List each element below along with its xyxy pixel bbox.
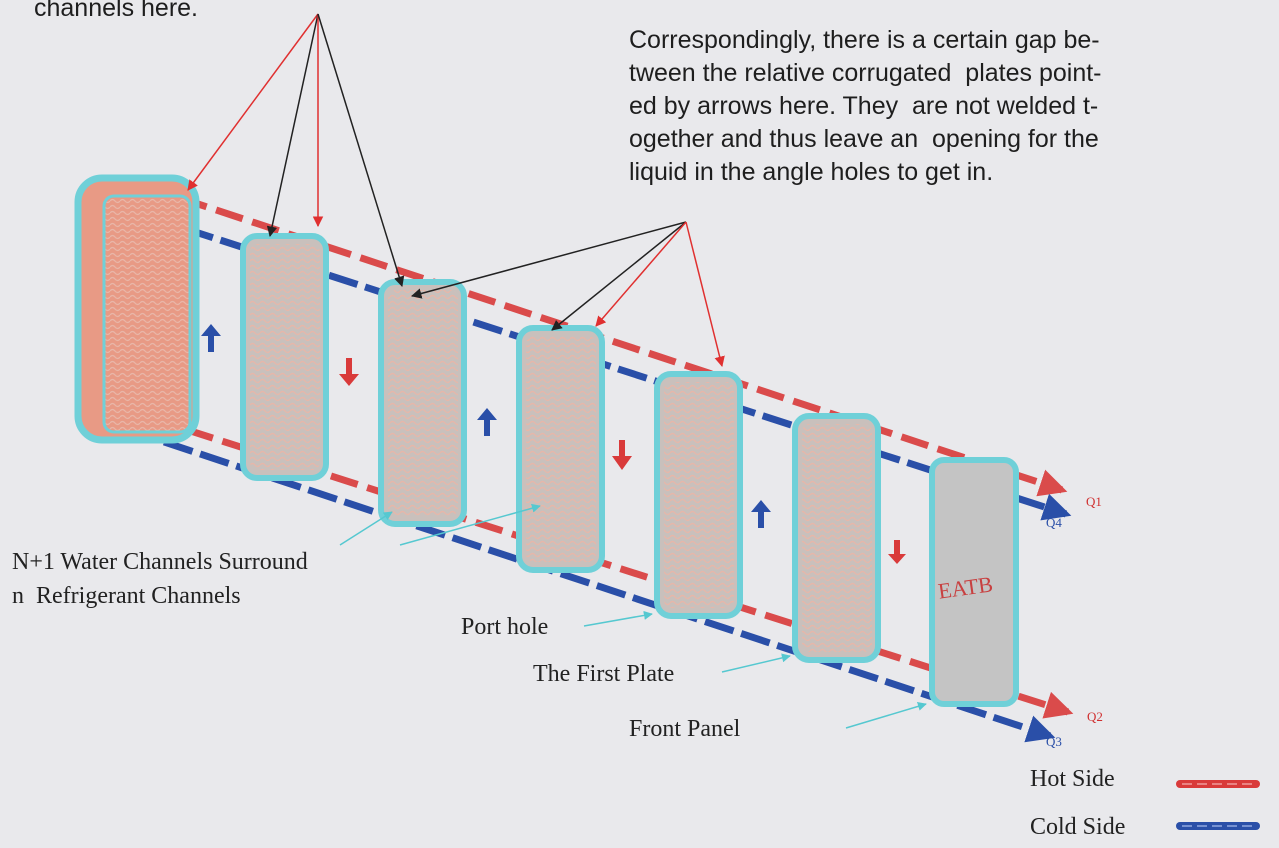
- gap-note-line: Correspondingly, there is a certain gap …: [629, 26, 1100, 54]
- front-panel-label: Front Panel: [629, 716, 741, 742]
- end-plate: [74, 174, 200, 444]
- plate-1: [240, 233, 329, 481]
- first-plate-label: The First Plate: [533, 661, 675, 687]
- gap-note-line: tween the relative corrugated plates poi…: [629, 59, 1102, 87]
- plate-5: [792, 413, 881, 663]
- port-q1-label: Q1: [1086, 494, 1102, 509]
- top-note: channels here.: [34, 0, 199, 22]
- water-channels-note: N+1 Water Channels Surround n Refrigeran…: [12, 545, 308, 613]
- gap-note-line: ogether and thus leave an opening for th…: [629, 125, 1099, 153]
- water-note-line: N+1 Water Channels Surround: [12, 549, 308, 575]
- gap-pointer-lines-right: [410, 221, 725, 368]
- label-pointer-lines: [339, 503, 927, 729]
- legend-swatches: [1176, 780, 1260, 830]
- gap-explanation-note: Correspondingly, there is a certain gap …: [629, 24, 1279, 189]
- legend-cold-label: Cold Side: [1030, 814, 1126, 840]
- port-q3-label: Q3: [1046, 734, 1062, 749]
- plate-4: [654, 371, 743, 619]
- legend-hot-label: Hot Side: [1030, 766, 1115, 792]
- gap-note-line: liquid in the angle holes to get in.: [629, 158, 994, 186]
- channel-flow-arrows: [201, 324, 906, 564]
- port-hole-label: Port hole: [461, 614, 549, 640]
- plate-3: [516, 325, 605, 573]
- plate-2: [378, 279, 467, 527]
- gap-note-line: ed by arrows here. They are not welded t…: [629, 92, 1099, 120]
- front-panel: [929, 457, 1019, 707]
- water-note-line: n Refrigerant Channels: [12, 583, 241, 609]
- port-q2-label: Q2: [1087, 709, 1103, 724]
- port-q4-label: Q4: [1046, 515, 1062, 530]
- gap-pointer-lines-left: [187, 13, 405, 288]
